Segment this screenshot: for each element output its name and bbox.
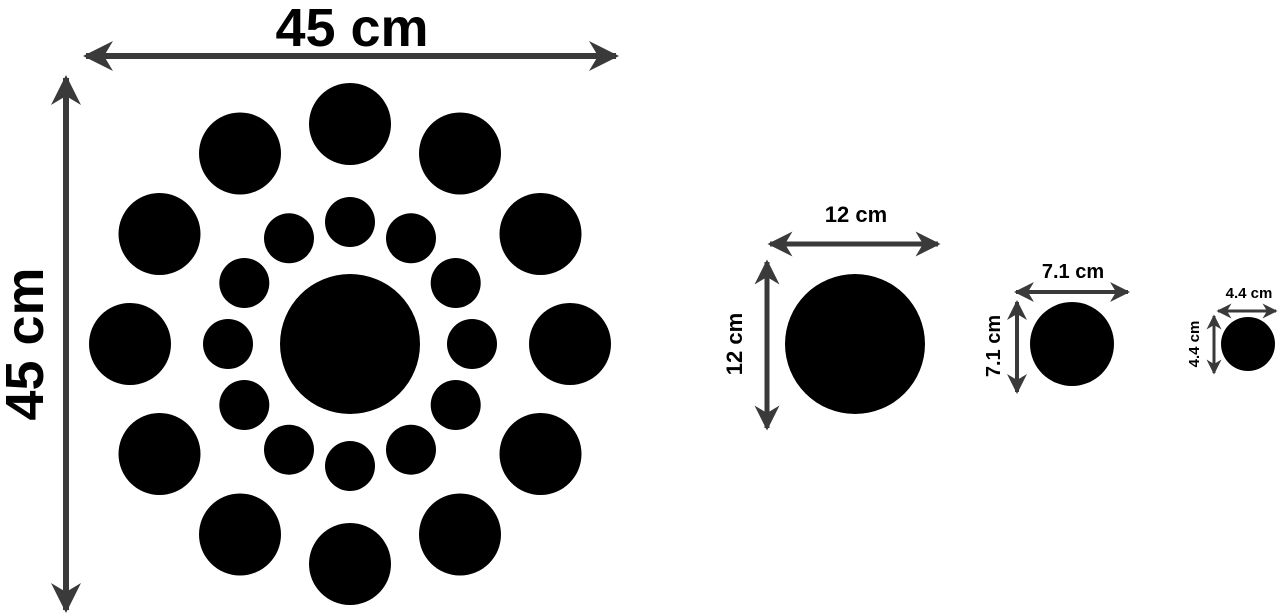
piece-small-circle	[1221, 317, 1275, 371]
piece-large: 12 cm 12 cm	[722, 202, 941, 431]
inner-ring-circle	[203, 319, 253, 369]
outer-ring-circle	[529, 303, 611, 385]
circle-arrangement	[89, 83, 611, 605]
piece-medium-circle	[1030, 302, 1114, 386]
piece-large-circle	[785, 274, 925, 414]
piece-medium: 7.1 cm 7.1 cm	[983, 261, 1130, 394]
piece-large-height-label: 12 cm	[722, 313, 747, 375]
piece-small-height-label: 4.4 cm	[1186, 321, 1203, 368]
inner-ring-circle	[325, 441, 375, 491]
piece-medium-height-label: 7.1 cm	[983, 315, 1005, 377]
inner-ring-circle	[219, 380, 270, 430]
center-circle	[280, 274, 420, 414]
inner-ring-circle	[447, 319, 497, 369]
outer-ring-circle	[309, 83, 391, 165]
inner-ring-circle	[219, 258, 270, 308]
inner-ring-circle	[386, 424, 436, 475]
inner-ring-circle	[264, 424, 314, 475]
inner-ring-circle	[430, 258, 481, 308]
outer-ring-circle	[499, 193, 582, 275]
inner-ring-circle	[386, 213, 436, 264]
piece-large-width-label: 12 cm	[825, 202, 887, 227]
outer-ring-circle	[499, 413, 582, 495]
outer-ring-circle	[199, 112, 281, 195]
inner-ring-circle	[325, 197, 375, 247]
inner-ring-circle	[430, 380, 481, 430]
outer-ring-circle	[89, 303, 171, 385]
outer-ring	[89, 83, 611, 605]
outer-ring-circle	[199, 493, 281, 576]
outer-ring-circle	[419, 112, 501, 195]
piece-small: 4.4 cm 4.4 cm	[1186, 285, 1278, 375]
piece-medium-width-label: 7.1 cm	[1042, 261, 1104, 283]
arrangement-height-label: 45 cm	[0, 267, 55, 420]
piece-small-width-label: 4.4 cm	[1226, 285, 1273, 302]
outer-ring-circle	[309, 523, 391, 605]
outer-ring-circle	[118, 193, 201, 275]
inner-ring-circle	[264, 213, 314, 264]
inner-ring	[203, 197, 497, 491]
outer-ring-circle	[118, 413, 201, 495]
arrangement-width-label: 45 cm	[275, 0, 428, 58]
outer-ring-circle	[419, 493, 501, 576]
